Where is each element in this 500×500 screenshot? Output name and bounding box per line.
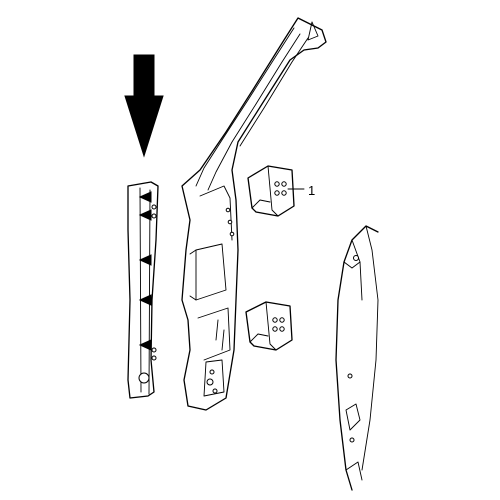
lower-bracket (245, 301, 293, 351)
reinforcement-strip (127, 181, 159, 399)
callout-label-1: 1 (308, 183, 316, 198)
down-arrow-icon (124, 54, 164, 158)
body-side-panel (335, 225, 379, 491)
upper-bracket (247, 165, 305, 217)
b-pillar (181, 17, 327, 411)
